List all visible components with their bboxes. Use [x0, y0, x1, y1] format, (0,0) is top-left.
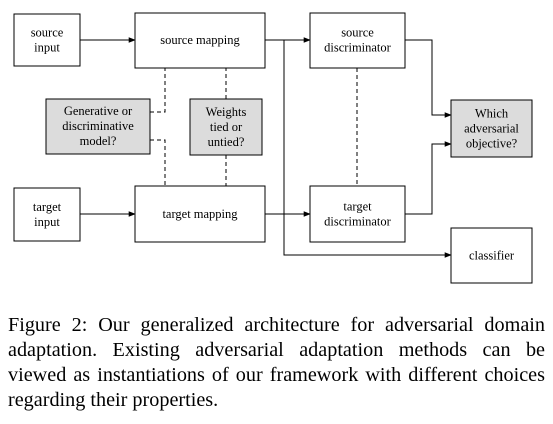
- arrow-source-discriminator-to-objective: [405, 39, 452, 118]
- arrow-source-mapping-to-classifier: [283, 40, 452, 258]
- adversarial-objective-label-line: adversarial: [464, 122, 519, 136]
- svg-text:classifier: classifier: [469, 249, 515, 263]
- generative-model-label-line: model?: [80, 134, 117, 148]
- source-input-label-line: source: [31, 26, 64, 40]
- classifier-label-line: classifier: [469, 249, 515, 263]
- generative-model-label-line: Generative or: [64, 104, 133, 118]
- classifier-box: classifier: [450, 227, 533, 284]
- arrow-target-discriminator-to-objective: [405, 141, 452, 215]
- target-mapping-box: target mapping: [134, 185, 266, 243]
- weights-tied-label-line: untied?: [208, 135, 245, 149]
- svg-text:source mapping: source mapping: [160, 33, 240, 47]
- adversarial-objective-label-line: objective?: [466, 137, 518, 151]
- source-mapping-box: source mapping: [134, 12, 266, 69]
- source-discriminator-label-line: discriminator: [324, 41, 391, 55]
- svg-text:target mapping: target mapping: [162, 207, 238, 221]
- generative-model-label-line: discriminative: [62, 119, 134, 133]
- weights-tied-label-line: tied or: [210, 120, 243, 134]
- source-discriminator-label-line: source: [341, 26, 374, 40]
- connectors: [80, 37, 452, 258]
- weights-tied-label-line: Weights: [206, 105, 247, 119]
- target-mapping-label-line: target mapping: [162, 207, 238, 221]
- dashed-link-model-to-source-mapping: [150, 68, 166, 113]
- target-discriminator-label-line: target: [343, 200, 372, 214]
- target-input-label-line: input: [34, 215, 60, 229]
- figure-caption: Figure 2: Our generalized architecture f…: [8, 314, 545, 411]
- source-mapping-label-line: source mapping: [160, 33, 240, 47]
- target-discriminator-label-line: discriminator: [324, 215, 391, 229]
- target-input-label-line: target: [33, 200, 62, 214]
- adversarial-objective-label-line: Which: [475, 107, 509, 121]
- dashed-link-model-to-target-mapping: [150, 139, 166, 186]
- source-input-label-line: input: [34, 41, 60, 55]
